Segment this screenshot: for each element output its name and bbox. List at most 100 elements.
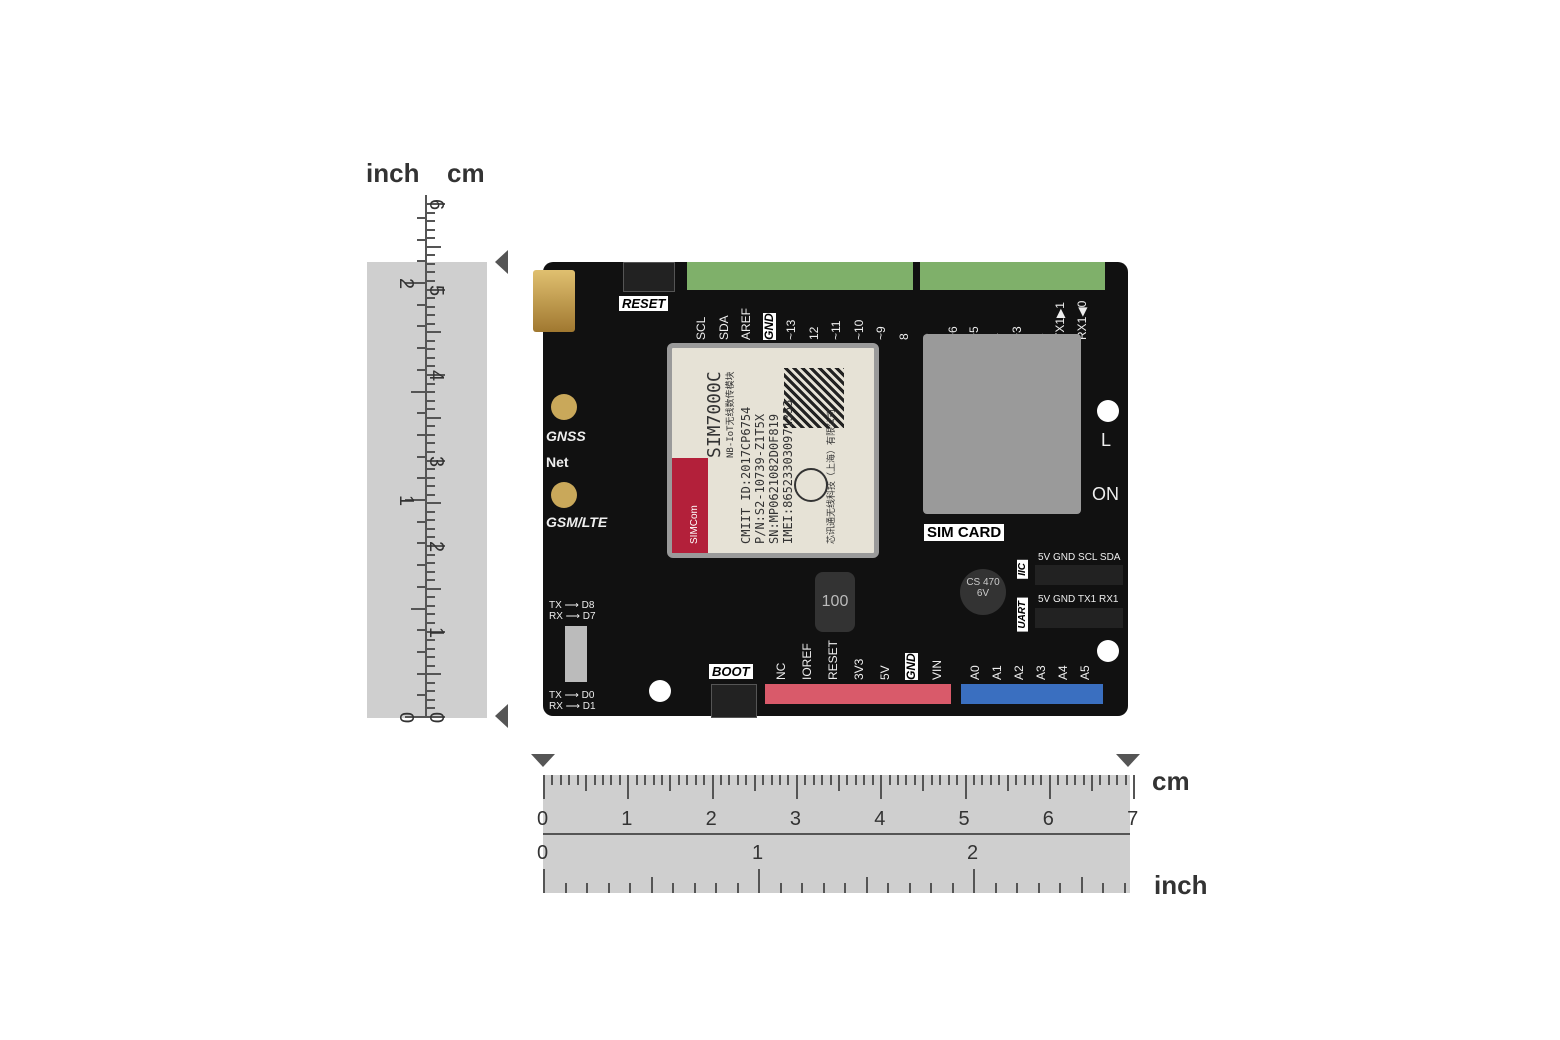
inch-tick: [417, 455, 425, 458]
cm-tick-label: 3: [789, 808, 802, 830]
inch-tick: [930, 883, 932, 893]
marker-triangle: [531, 754, 555, 767]
sim-card-label: SIM CARD: [924, 524, 1005, 541]
inch-tick-label: 1: [752, 842, 764, 864]
cm-tick: [427, 579, 435, 582]
cm-tick: [998, 775, 1001, 785]
inch-tick: [417, 412, 425, 415]
cm-tick: [427, 211, 435, 214]
inch-tick: [1080, 877, 1083, 893]
cm-tick-label: 6: [425, 198, 448, 211]
cm-tick: [427, 673, 441, 676]
module-text: SIM7000C: [704, 371, 725, 458]
analog-pin-label: A0: [968, 665, 982, 680]
cm-tick: [677, 775, 680, 785]
inch-tick: [801, 883, 803, 893]
power-pin-label: RESET: [826, 639, 840, 680]
cm-tick: [559, 775, 562, 785]
inch-tick: [672, 883, 674, 893]
qr-code: [784, 368, 844, 428]
inch-tick: [973, 869, 975, 893]
cm-tick: [736, 775, 739, 785]
module-text: IMEI:865233030971353: [781, 399, 795, 545]
power-pin-label: NC: [774, 662, 788, 680]
cm-tick: [930, 775, 933, 785]
ruler-axis: [425, 195, 427, 718]
inch-tick: [417, 433, 425, 436]
cm-tick: [981, 775, 984, 785]
cm-tick: [427, 356, 435, 359]
cm-tick-label: 6: [1042, 808, 1054, 830]
cm-tick: [888, 775, 891, 785]
cm-tick: [652, 775, 655, 785]
module-text: 芯讯通无线科技（上海）有限公司: [827, 408, 837, 544]
cm-tick: [427, 596, 435, 599]
cm-tick: [543, 775, 545, 799]
inch-tick: [417, 477, 425, 480]
inch-tick: [693, 883, 696, 893]
net-label: Net: [546, 454, 569, 470]
inch-tick: [844, 883, 846, 893]
cm-tick: [427, 220, 435, 223]
cm-tick-label: 5: [425, 284, 448, 296]
power-pin-label: IOREF: [800, 643, 814, 680]
inch-tick: [779, 883, 782, 893]
boot-label: BOOT: [709, 664, 753, 679]
module-text: CMIIT ID:2017CP6754: [739, 406, 753, 544]
cm-tick-label: 0: [537, 808, 549, 830]
cm-tick: [427, 604, 435, 607]
cm-tick: [427, 450, 435, 453]
sim-card-slot: [923, 334, 1081, 514]
cm-tick: [427, 562, 435, 565]
inch-tick: [417, 694, 425, 697]
cm-tick: [427, 519, 435, 522]
module-text: P/N:S2-10739-Z1T5X: [753, 413, 767, 544]
cm-tick: [427, 425, 435, 428]
reset-label: RESET: [619, 296, 669, 311]
capacitor: CS 470 6V: [960, 569, 1006, 615]
gnss-label: GNSS: [546, 428, 586, 444]
cm-tick: [1006, 775, 1009, 791]
cm-tick: [669, 775, 672, 791]
cm-tick: [427, 553, 435, 556]
uart-header: [1035, 608, 1123, 628]
cm-tick-label: 7: [1127, 808, 1139, 830]
cm-tick: [694, 775, 697, 785]
cm-tick: [745, 775, 748, 785]
marker-triangle: [1116, 754, 1140, 767]
cm-tick: [427, 433, 435, 436]
cm-tick: [593, 775, 596, 785]
cm-tick: [427, 339, 435, 342]
cm-tick: [618, 775, 621, 785]
cm-tick: [427, 707, 435, 710]
inch-tick: [417, 650, 425, 653]
cm-tick: [427, 245, 441, 248]
cm-tick: [627, 775, 630, 799]
cm-tick: [1048, 775, 1051, 799]
cm-tick: [686, 775, 689, 785]
cm-tick: [427, 442, 435, 445]
analog-pin-label: A3: [1034, 665, 1048, 680]
cm-tick: [427, 613, 435, 616]
cm-tick: [1133, 775, 1136, 799]
cm-tick: [1116, 775, 1119, 785]
cm-tick: [427, 374, 445, 376]
power-pin-label: GND: [904, 653, 919, 680]
cm-tick: [1074, 775, 1077, 785]
cm-unit-label: cm: [1152, 766, 1190, 796]
analog-pin-label: A1: [990, 665, 1004, 680]
boot-button: [711, 684, 757, 718]
cm-tick: [576, 775, 579, 785]
cm-tick: [427, 305, 435, 308]
cm-tick: [770, 775, 773, 785]
cm-tick: [922, 775, 925, 791]
ruler-axis: [543, 833, 1130, 835]
cm-tick: [829, 775, 832, 785]
cm-tick: [753, 775, 756, 791]
cm-tick: [427, 391, 435, 394]
inch-tick: [417, 238, 425, 241]
cm-tick: [427, 690, 435, 693]
cm-tick: [720, 775, 723, 785]
module-text: SN:MP0621082D0F819: [767, 413, 781, 544]
cm-tick-label: 1: [621, 808, 633, 830]
